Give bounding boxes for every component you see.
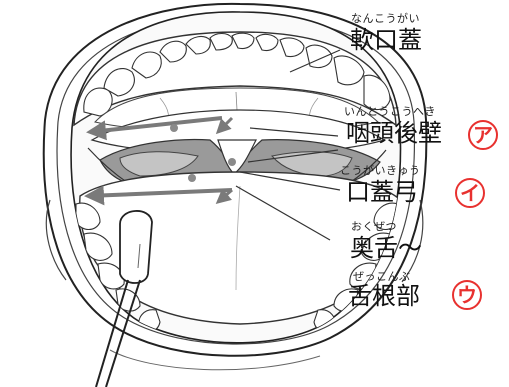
posterior-pharyngeal-wall-label: 咽頭後壁 [346,119,442,147]
palatal-arch-label: 口蓋弓 [346,178,418,206]
tongue-depressor [95,210,153,387]
palatal-arch-reading: こうがいきゅう [340,164,421,177]
tongue-root-reading: ぜっこんぶ [353,270,411,283]
tongue-root-label: 舌根部 [348,282,420,310]
posterior-pharyngeal-wall-reading: いんとうこうへき [344,105,436,118]
upper-teeth [83,32,391,117]
marker-u: ウ [452,280,482,310]
soft-palate-label: 軟口蓋 [350,26,422,54]
back-of-tongue-reading: おくぜつ [351,220,397,233]
leader-lines [235,49,341,241]
back-of-tongue-label: 奥舌〜 [350,234,422,262]
soft-palate-reading: なんこうがい [351,12,420,25]
marker-i: イ [455,178,485,208]
marker-a: ア [468,120,498,150]
